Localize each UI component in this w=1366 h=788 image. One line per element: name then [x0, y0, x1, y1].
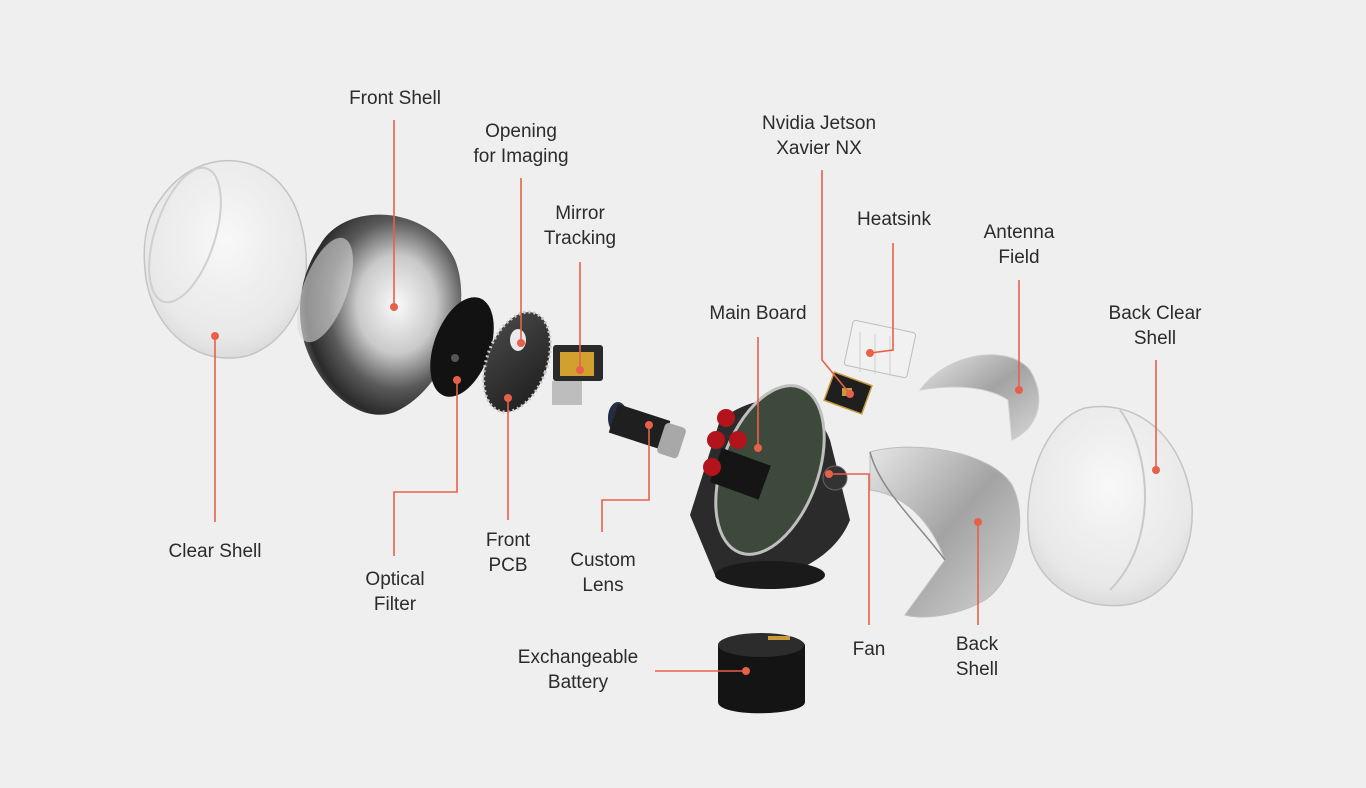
back-clear-shell-part [1027, 405, 1193, 607]
dot-opening-imaging [517, 339, 525, 347]
back-shell-part [869, 446, 1021, 618]
label-back-clear-shell: Back Clear Shell [1108, 303, 1202, 349]
label-front-shell: Front Shell [349, 88, 441, 109]
label-mirror-tracking: Mirror Tracking [543, 203, 617, 249]
dot-optical-filter [453, 376, 461, 384]
dot-back-clear-shell [1152, 466, 1160, 474]
label-exchangeable-battery: Exchangeable Battery [517, 647, 639, 693]
dot-antenna-field [1015, 386, 1023, 394]
label-custom-lens: Custom Lens [570, 550, 636, 596]
custom-lens-part [608, 402, 686, 459]
label-back-shell: Back Shell [955, 634, 999, 680]
callout-dots [211, 303, 1160, 675]
label-heatsink: Heatsink [857, 209, 931, 230]
dot-front-shell [390, 303, 398, 311]
label-fan: Fan [852, 639, 886, 660]
front-shell-part [297, 214, 462, 415]
mirror-tracking-part [552, 345, 603, 405]
label-front-pcb: Front PCB [485, 530, 531, 576]
callout-lines [214, 120, 1157, 672]
main-board-assembly-part [690, 384, 850, 589]
dot-mirror-tracking [576, 366, 584, 374]
leader-custom-lens [601, 425, 650, 532]
label-opening-for-imaging: Opening for Imaging [473, 121, 569, 167]
leader-nvidia-jetson [821, 170, 851, 395]
dot-main-board [754, 444, 762, 452]
label-main-board: Main Board [709, 303, 807, 324]
label-optical-filter: Optical Filter [365, 569, 425, 615]
label-clear-shell: Clear Shell [168, 541, 262, 562]
leader-heatsink [869, 243, 894, 354]
leader-optical-filter [393, 380, 458, 556]
exchangeable-battery-part [718, 633, 805, 714]
label-nvidia-jetson: Nvidia Jetson Xavier NX [761, 113, 877, 159]
dot-custom-lens [645, 421, 653, 429]
front-pcb-part [482, 310, 552, 414]
dot-back-shell [974, 518, 982, 526]
dot-fan [825, 470, 833, 478]
label-antenna-field: Antenna Field [983, 222, 1055, 268]
dot-front-pcb [504, 394, 512, 402]
optical-filter-part [430, 297, 494, 397]
clear-shell-part [143, 159, 308, 359]
leader-fan [829, 473, 870, 625]
dot-clear-shell [211, 332, 219, 340]
dot-heatsink [866, 349, 874, 357]
dot-nvidia-jetson [846, 390, 854, 398]
antenna-field-part [918, 354, 1040, 441]
heatsink-part [843, 319, 917, 379]
dot-exchangeable-battery [742, 667, 750, 675]
